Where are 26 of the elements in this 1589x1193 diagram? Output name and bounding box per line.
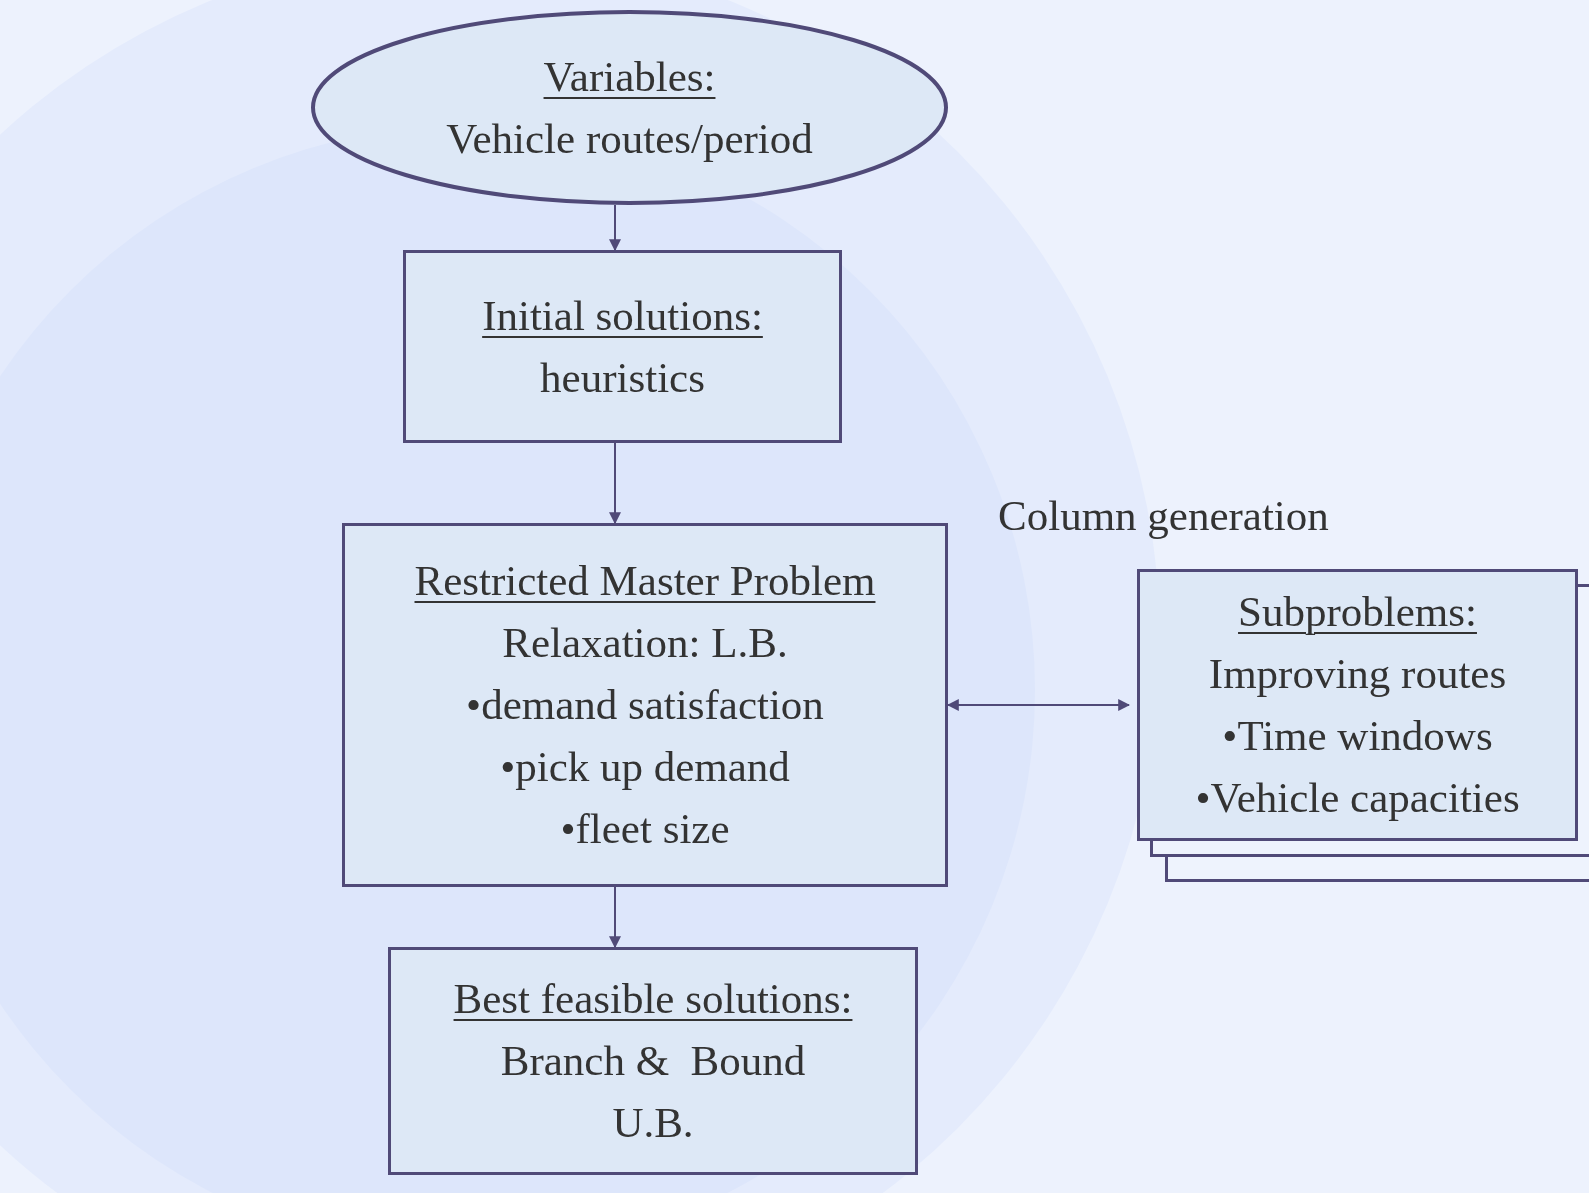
arrow [609, 204, 621, 252]
arrow [946, 699, 1131, 711]
node-heading: Initial solutions: [482, 290, 763, 341]
node-text: •pick up demand [500, 742, 790, 792]
node-text: Vehicle routes/period [446, 113, 813, 164]
node-text: U.B. [612, 1098, 694, 1148]
node-text: Branch & Bound [500, 1036, 806, 1086]
node-text: heuristics [540, 352, 705, 403]
node-heading: Best feasible solutions: [453, 974, 853, 1024]
node-heading: Variables: [543, 51, 716, 102]
variables-ellipse [311, 10, 948, 205]
node-text: •Time windows [1222, 711, 1493, 761]
node-text: •demand satisfaction [466, 680, 824, 730]
node-heading: Subproblems: [1238, 587, 1477, 637]
process-box [403, 250, 842, 443]
process-box [342, 523, 948, 887]
annotation-label: Column generation [998, 491, 1329, 541]
node-text: Improving routes [1208, 649, 1507, 699]
arrow [609, 886, 621, 949]
node-text: •Vehicle capacities [1195, 773, 1520, 823]
node-text: •fleet size [560, 804, 730, 854]
process-box [388, 947, 918, 1175]
node-text: Relaxation: L.B. [502, 618, 788, 668]
arrow [609, 442, 621, 525]
subproblem-box [1137, 569, 1578, 841]
node-heading: Restricted Master Problem [414, 556, 876, 606]
